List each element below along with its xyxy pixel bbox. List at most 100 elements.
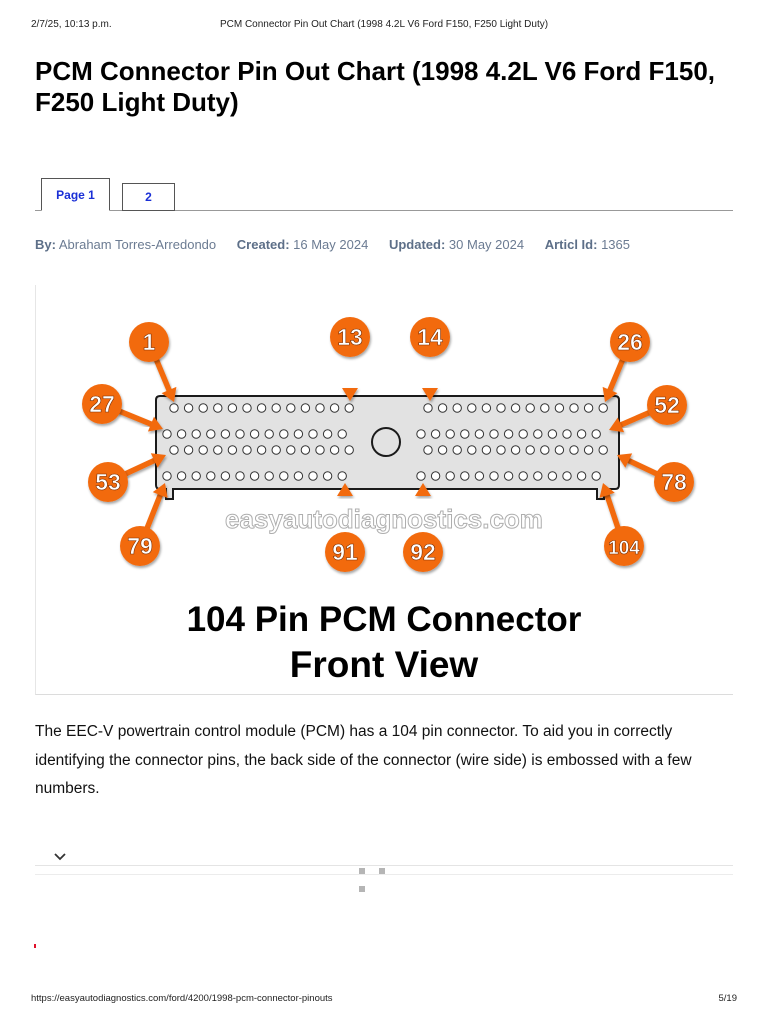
callout-arrow-head (152, 483, 168, 499)
callout-arrow-head (599, 483, 615, 498)
connector-pin (554, 445, 565, 455)
callout-bubble (610, 322, 650, 362)
connector-pin (213, 403, 223, 413)
connector-pin (322, 471, 333, 481)
article-id: 1365 (601, 237, 630, 252)
connector-pin (206, 429, 216, 439)
page-url: https://easyautodiagnostics.com/ford/420… (31, 993, 333, 1004)
callout-arrow-shaft (152, 354, 172, 393)
connector-pin (242, 445, 252, 455)
callout-arrow-head (422, 388, 438, 401)
callout-arrow-head (147, 416, 163, 432)
connector-pin (583, 403, 594, 413)
connector-pin (279, 429, 289, 439)
connector-pin (474, 471, 485, 481)
connector-pin (286, 403, 296, 413)
connector-pin (191, 471, 201, 481)
callout-arrow-shaft (114, 407, 154, 427)
connector-pin (503, 471, 514, 481)
callout-arrow-shaft (625, 457, 663, 478)
connector-pin (271, 403, 281, 413)
connector-pin (206, 471, 216, 481)
connector-pin (510, 403, 521, 413)
tab-page-1[interactable]: Page 1 (41, 178, 110, 211)
connector-pin (569, 445, 579, 455)
pin-callout-label: 92 (410, 539, 436, 565)
connector-pin (329, 445, 340, 455)
connector-pin (308, 471, 318, 481)
connector-pin (227, 445, 238, 455)
connector-pin (256, 403, 267, 413)
connector-pin (162, 429, 172, 439)
connector-pin (554, 403, 565, 413)
pin-callout-label: 104 (608, 538, 640, 559)
connector-pin (576, 471, 587, 481)
created-label: Created: (236, 237, 290, 252)
connector-pin (279, 471, 289, 481)
callout-arrow-head (161, 386, 177, 402)
connector-pin (176, 471, 187, 481)
intro-paragraph: The EEC-V powertrain control module (PCM… (35, 723, 692, 797)
connector-pin (540, 445, 550, 455)
connector-pin (496, 445, 506, 455)
connector-pin (322, 429, 333, 439)
article-id-label: Articl Id: (544, 237, 598, 252)
callout-arrow-head (342, 388, 358, 401)
pin-callout-label: 27 (89, 391, 115, 417)
callout-arrow-head (609, 417, 625, 433)
pin-callout-label: 14 (417, 324, 443, 350)
connector-pin (264, 471, 274, 481)
connector-pin (598, 403, 608, 413)
connector-pin (533, 471, 543, 481)
connector-pin (430, 429, 441, 439)
callout-arrow-head (602, 386, 618, 402)
connector-pin (337, 429, 347, 439)
callout-bubble (82, 384, 122, 424)
connector-pin (344, 403, 354, 413)
author-label: By: (35, 237, 56, 252)
connector-pin (525, 403, 535, 413)
connector-pin (416, 471, 426, 481)
connector-pin (562, 429, 572, 439)
connector-pin (249, 429, 260, 439)
connector-pin (242, 403, 252, 413)
connector-pin (423, 445, 433, 455)
connector-pin (198, 445, 208, 455)
caption-line-1: 104 Pin PCM Connector (187, 600, 582, 639)
connector-pin (496, 403, 506, 413)
connector-pin (264, 429, 274, 439)
connector-pin (437, 403, 448, 413)
connector-pin (344, 445, 354, 455)
print-header: 2/7/25, 10:13 p.m. PCM Connector Pin Out… (31, 19, 737, 33)
connector-pin (271, 445, 281, 455)
caption-line-2: Front View (290, 644, 479, 685)
connector-pin (460, 471, 470, 481)
article-meta: By: Abraham Torres-Arredondo Created: 16… (35, 237, 647, 252)
pin-callout-label: 91 (332, 539, 358, 565)
tab-page-2[interactable]: 2 (122, 183, 175, 211)
red-marker (34, 944, 36, 948)
connector-pin (308, 429, 318, 439)
callout-bubble (330, 317, 370, 357)
connector-pin (569, 403, 579, 413)
connector-pin (286, 445, 296, 455)
callout-bubble (410, 317, 450, 357)
connector-pin (183, 403, 194, 413)
connector-pin (474, 429, 485, 439)
chevron-down-icon[interactable] (53, 851, 67, 863)
connector-pin (235, 429, 245, 439)
connector-pin (540, 403, 550, 413)
connector-pin (430, 471, 441, 481)
connector-pin (220, 429, 231, 439)
connector-pin (489, 429, 499, 439)
callout-arrow-shaft (119, 457, 157, 478)
embed-toolbar (35, 847, 733, 892)
callout-bubble (647, 385, 687, 425)
callout-bubble (129, 322, 169, 362)
connector-pin (533, 429, 543, 439)
callout-arrows (114, 350, 663, 539)
callout-arrow-head (150, 453, 166, 468)
